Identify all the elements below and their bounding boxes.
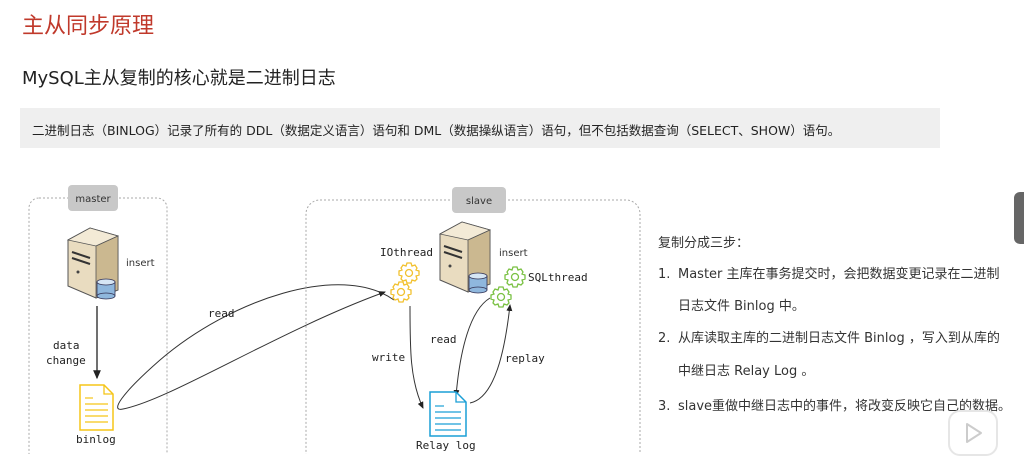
slave-server-icon <box>439 221 491 294</box>
side-panel-tab[interactable] <box>1014 192 1024 244</box>
replay-label: replay <box>505 352 545 365</box>
step-number: 1. <box>658 267 671 282</box>
master-label: master <box>75 194 111 205</box>
slave-label-pill <box>452 187 506 213</box>
step-text: 从库读取主库的二进制日志文件 Binlog ，写入到从库的 <box>678 331 1000 346</box>
play-button[interactable] <box>948 410 998 456</box>
slave-label: slave <box>466 196 492 207</box>
slave-insert-label: insert <box>499 248 528 259</box>
master-insert-label: insert <box>126 258 155 269</box>
sqlthread-gear-icon <box>490 286 512 308</box>
section-subtitle: MySQL主从复制的核心就是二进制日志 <box>22 68 336 89</box>
write-arrow <box>409 305 424 409</box>
iothread-gear-icon <box>398 262 420 284</box>
data-label: data <box>53 339 80 352</box>
step-text: slave重做中继日志中的事件，将改变反映它自己的数据。 <box>678 399 1012 414</box>
step-2: 2. 从库读取主库的二进制日志文件 Binlog ，写入到从库的 <box>658 327 1000 346</box>
replay-arrow <box>469 304 513 404</box>
page-title: 主从同步原理 <box>22 14 155 39</box>
step-number: 2. <box>658 331 671 346</box>
step-text: Master 主库在事务提交时，会把数据变更记录在二进制 <box>678 267 1000 282</box>
master-container <box>28 197 168 454</box>
binlog-file-icon <box>79 384 114 431</box>
step-number: 3. <box>658 399 671 414</box>
iothread-label: IOthread <box>380 246 433 259</box>
sqlthread-gear-icon <box>504 266 526 288</box>
change-label: change <box>46 354 86 367</box>
binlog-label: binlog <box>76 433 116 446</box>
iothread-gear-icon <box>390 281 412 303</box>
replication-diagram: master insert data change binlog read sl… <box>28 185 641 454</box>
play-icon <box>966 423 982 443</box>
step-1: 1. Master 主库在事务提交时，会把数据变更记录在二进制 <box>658 263 1000 282</box>
binlog-note-text: 二进制日志（BINLOG）记录了所有的 DDL（数据定义语言）语句和 DML（数… <box>32 123 841 138</box>
sqlthread-label: SQLthread <box>528 271 588 284</box>
master-server-icon <box>67 227 119 300</box>
steps-heading: 复制分成三步： <box>658 236 750 251</box>
relay-log-file-icon <box>429 391 467 437</box>
relay-log-label: Relay log <box>416 439 476 452</box>
master-label-pill <box>68 185 118 211</box>
write-label: write <box>372 351 405 364</box>
read-binlog-arrow <box>117 284 395 410</box>
step-3: 3. slave重做中继日志中的事件，将改变反映它自己的数据。 <box>658 395 1011 414</box>
read-label: read <box>208 307 235 320</box>
read-relay-label: read <box>430 333 457 346</box>
binlog-note-box: 二进制日志（BINLOG）记录了所有的 DDL（数据定义语言）语句和 DML（数… <box>20 108 940 148</box>
read-relay-arrow <box>453 297 491 397</box>
step-text-cont: 中继日志 Relay Log 。 <box>678 364 815 379</box>
step-text-cont: 日志文件 Binlog 中。 <box>678 299 805 314</box>
